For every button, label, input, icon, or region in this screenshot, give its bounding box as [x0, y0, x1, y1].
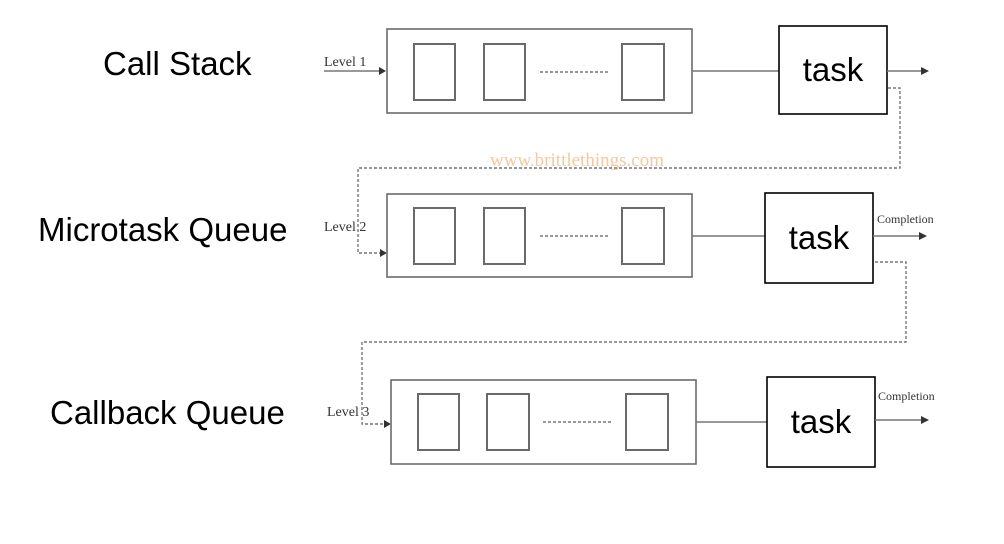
queue-slot	[483, 43, 526, 101]
queue-slot	[417, 393, 460, 451]
row-label-microtask-queue: Microtask Queue	[38, 211, 287, 248]
exit-arrowhead-1	[921, 67, 929, 75]
row-callback-queue: Callback Queue Level 3 task Completion	[50, 376, 935, 468]
watermark-text: www.brittlethings.com	[490, 150, 664, 171]
queue-slot	[413, 207, 456, 265]
entry-arrowhead-2	[380, 249, 387, 257]
task-box-callback-queue	[766, 376, 876, 468]
queue-slot	[486, 393, 530, 451]
task-box-microtask-queue	[764, 192, 874, 284]
row-label-callback-queue: Callback Queue	[50, 394, 285, 431]
task-label-callback-queue: task	[791, 403, 852, 440]
queue-slot	[621, 207, 665, 265]
task-box-call-stack	[778, 25, 888, 115]
exit-arrowhead-3	[921, 416, 929, 424]
entry-arrowhead-3	[384, 420, 391, 428]
completion-label-2: Completion	[877, 212, 934, 226]
queue-slot	[621, 43, 665, 101]
queue-slot	[413, 43, 456, 101]
level-label-2: Level 2	[324, 220, 366, 235]
exit-arrowhead-2	[919, 232, 927, 240]
task-label-microtask-queue: task	[789, 219, 850, 256]
entry-arrowhead-1	[379, 67, 386, 75]
level-label-3: Level 3	[327, 405, 369, 420]
flow-connector-1-to-2	[357, 87, 901, 254]
queue-slot	[625, 393, 669, 451]
row-microtask-queue: Microtask Queue Level 2 task Completion	[38, 192, 934, 284]
queue-slot	[483, 207, 526, 265]
task-label-call-stack: task	[803, 51, 864, 88]
level-label-1: Level 1	[324, 55, 366, 70]
completion-label-3: Completion	[878, 389, 935, 403]
flow-connector-2-to-3	[361, 261, 907, 425]
row-call-stack: Call Stack Level 1 task	[103, 25, 929, 115]
row-label-call-stack: Call Stack	[103, 45, 252, 82]
